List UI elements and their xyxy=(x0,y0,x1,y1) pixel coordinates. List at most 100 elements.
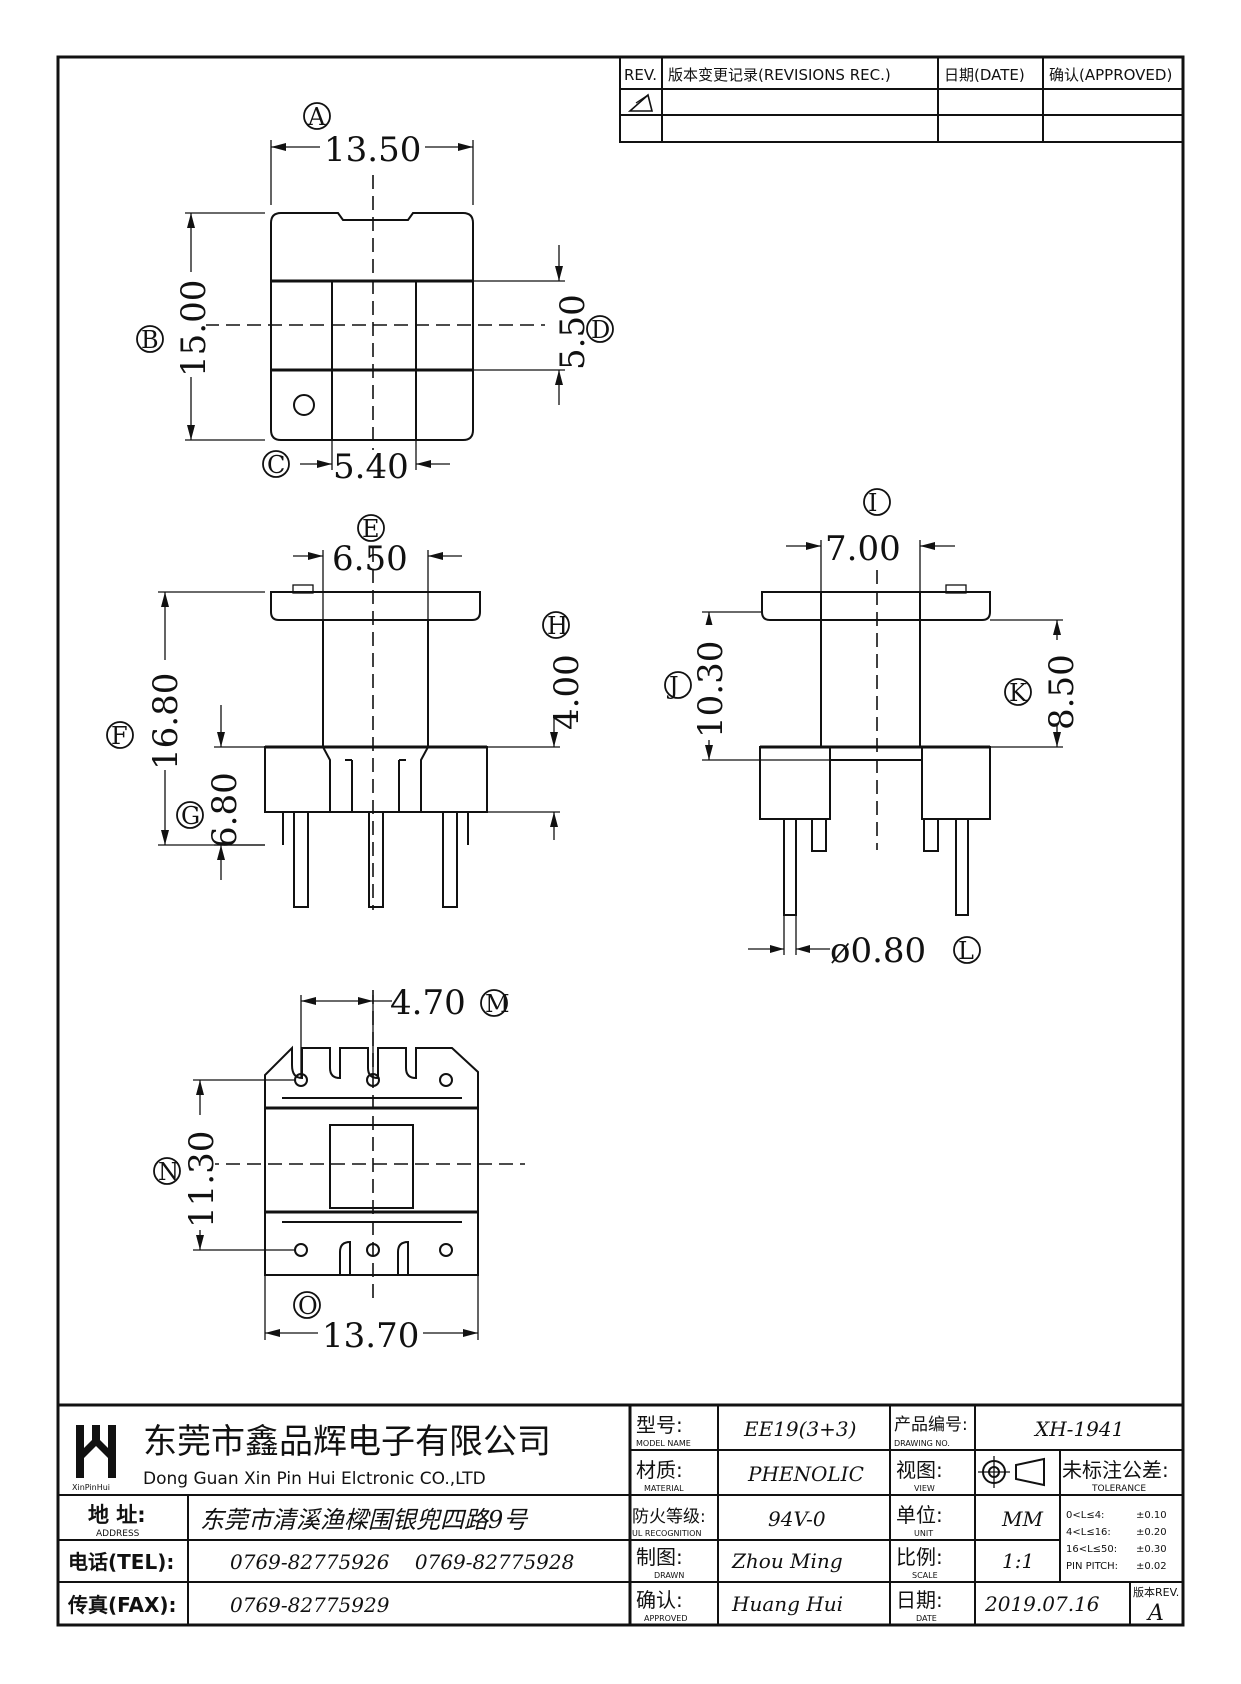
rev-header: REV. xyxy=(624,66,657,84)
tolerance-range-4: PIN PITCH: xyxy=(1066,1561,1118,1572)
dim-c-value: 5.40 xyxy=(333,447,409,487)
model-label: 型号: xyxy=(636,1413,683,1437)
dim-e: 6.50 E xyxy=(293,514,462,620)
dim-b-value: 15.00 xyxy=(174,280,214,377)
tel-label: 电话(TEL): xyxy=(68,1550,174,1574)
title-block xyxy=(56,1403,1185,1627)
scale-value: 1:1 xyxy=(1002,1549,1034,1573)
scale-label: 比例: xyxy=(896,1545,943,1569)
dim-d: 5.50 D xyxy=(473,245,614,405)
drawn-label: 制图: xyxy=(636,1545,683,1569)
dim-k: 8.50 K xyxy=(990,619,1082,748)
dim-b: 15.00 B xyxy=(136,212,265,441)
tolerance-value-2: ±0.20 xyxy=(1136,1527,1167,1538)
unit-label: 单位: xyxy=(896,1503,943,1527)
dim-f: 16.80 F xyxy=(106,591,265,846)
address-value: 东莞市清溪渔樑围银兜四路9号 xyxy=(200,1506,529,1534)
tolerance-value-3: ±0.30 xyxy=(1136,1544,1167,1555)
drawn-sub: DRAWN xyxy=(654,1571,684,1580)
ul-sub: UL RECOGNITION xyxy=(632,1529,701,1538)
dim-h-value: 4.00 xyxy=(547,654,587,730)
ul-value: 94V-0 xyxy=(768,1507,826,1531)
tolerance-range-2: 4<L≤16: xyxy=(1066,1527,1111,1538)
rev-label: 版本REV. xyxy=(1133,1585,1179,1599)
company-name-cn: 东莞市鑫品辉电子有限公司 xyxy=(143,1422,551,1462)
approved-header: 确认(APPROVED) xyxy=(1049,66,1172,84)
dim-a: 13.50 A xyxy=(270,102,474,205)
revision-triangle-icon xyxy=(627,93,654,112)
callout-b: B xyxy=(141,326,159,354)
unit-sub: UNIT xyxy=(914,1529,933,1538)
dim-m: 4.70 M xyxy=(300,983,510,1078)
dim-h: 4.00 H xyxy=(487,611,587,840)
ul-label: 防火等级: xyxy=(632,1507,706,1527)
material-value: PHENOLIC xyxy=(747,1462,864,1486)
dim-j-value: 10.30 xyxy=(691,641,731,738)
model-sub: MODEL NAME xyxy=(636,1439,691,1448)
callout-c: C xyxy=(267,451,285,479)
unit-value: MM xyxy=(1001,1507,1043,1531)
approved-label: 确认: xyxy=(636,1588,683,1612)
dim-c: 5.40 C xyxy=(262,440,450,487)
material-sub: MATERIAL xyxy=(644,1484,684,1493)
drawing-no-label: 产品编号: xyxy=(894,1415,968,1435)
company-logo-icon xyxy=(76,1425,116,1478)
side-view xyxy=(759,570,991,916)
view-label: 视图: xyxy=(896,1458,943,1482)
dim-n-value: 11.30 xyxy=(182,1131,222,1228)
dim-l-value: ø0.80 xyxy=(830,931,926,971)
dim-g: 6.80 G xyxy=(176,705,265,880)
material-label: 材质: xyxy=(636,1458,683,1482)
date-label: 日期: xyxy=(896,1588,943,1612)
callout-h: H xyxy=(547,612,568,640)
bottom-view xyxy=(205,990,525,1305)
date-value: 2019.07.16 xyxy=(984,1592,1100,1616)
dim-f-value: 16.80 xyxy=(146,673,186,770)
dim-o-value: 13.70 xyxy=(322,1316,419,1356)
revision-record-header: 版本变更记录(REVISIONS REC.) xyxy=(668,66,891,84)
dim-a-value: 13.50 xyxy=(324,130,421,170)
tolerance-sub: TOLERANCE xyxy=(1091,1484,1146,1494)
scale-sub: SCALE xyxy=(912,1571,938,1580)
dim-d-value: 5.50 xyxy=(553,294,593,370)
callout-e: E xyxy=(362,515,380,543)
drawn-value: Zhou Ming xyxy=(731,1549,843,1573)
tolerance-range-1: 0<L≤4: xyxy=(1066,1510,1104,1521)
address-sub: ADDRESS xyxy=(96,1529,140,1539)
tel-value: 0769-82775926 0769-82775928 xyxy=(230,1550,574,1574)
front-view xyxy=(264,548,488,910)
fax-label: 传真(FAX): xyxy=(67,1593,177,1617)
callout-f: F xyxy=(111,722,128,750)
tolerance-value-4: ±0.02 xyxy=(1136,1561,1167,1572)
revision-table: REV. 版本变更记录(REVISIONS REC.) 日期(DATE) 确认(… xyxy=(619,56,1184,143)
dim-l: ø0.80 L xyxy=(748,915,981,971)
callout-i: I xyxy=(868,489,877,517)
pin1-mark-icon xyxy=(293,394,315,416)
model-value: EE19(3+3) xyxy=(743,1417,856,1441)
tolerance-label: 未标注公差: xyxy=(1062,1458,1169,1482)
date-header: 日期(DATE) xyxy=(944,66,1025,84)
callout-j: J xyxy=(666,672,679,700)
callout-l: L xyxy=(958,937,974,965)
dim-k-value: 8.50 xyxy=(1042,654,1082,730)
dim-i-value: 7.00 xyxy=(825,529,901,569)
callout-m: M xyxy=(485,990,510,1018)
dim-m-value: 4.70 xyxy=(390,983,466,1023)
projection-symbol-icon xyxy=(978,1456,1045,1488)
drawing-no-value: XH-1941 xyxy=(1033,1417,1124,1441)
top-view xyxy=(205,175,545,450)
approved-sub: APPROVED xyxy=(644,1614,688,1623)
callout-n: N xyxy=(158,1158,179,1186)
dim-o: 13.70 O xyxy=(264,1275,479,1356)
approved-value: Huang Hui xyxy=(731,1592,843,1616)
callout-a: A xyxy=(307,103,326,131)
fax-value: 0769-82775929 xyxy=(230,1593,390,1617)
callout-g: G xyxy=(181,802,200,830)
callout-d: D xyxy=(591,316,610,344)
drawing-no-sub: DRAWING NO. xyxy=(894,1439,950,1448)
company-name-en: Dong Guan Xin Pin Hui Elctronic CO.,LTD xyxy=(143,1469,486,1489)
callout-k: K xyxy=(1009,679,1028,707)
rev-value: A xyxy=(1146,1601,1164,1626)
dim-n: 11.30 N xyxy=(153,1079,295,1251)
